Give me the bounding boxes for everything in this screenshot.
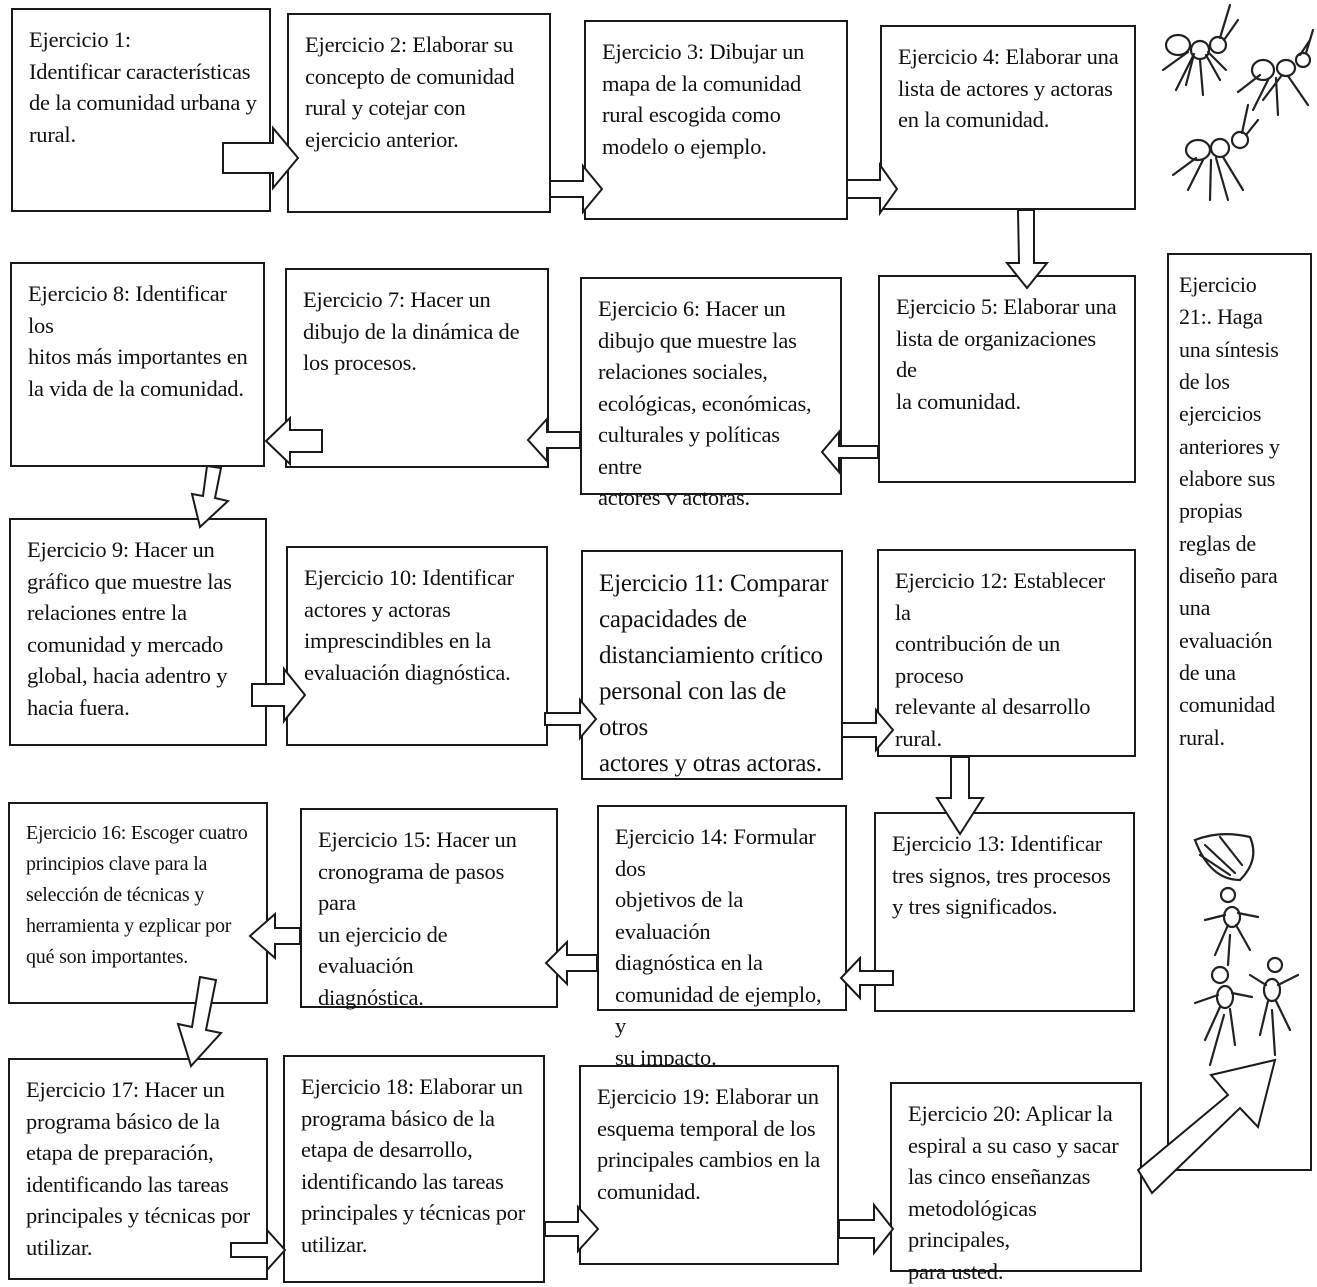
exercise-18-text: Ejercicio 18: Elaborar un programa básic… (301, 1074, 526, 1257)
exercise-5-box: Ejercicio 5: Elaborar una lista de organ… (878, 275, 1136, 483)
exercise-11-text: Ejercicio 11: Comparar capacidades de di… (599, 570, 829, 777)
exercise-20-box: Ejercicio 20: Aplicar la espiral a su ca… (890, 1082, 1142, 1284)
ant-figures-icon (1180, 825, 1305, 1085)
exercise-9-text: Ejercicio 9: Hacer un gráfico que muestr… (27, 537, 232, 720)
exercise-13-text: Ejercicio 13: Identificar tres signos, t… (892, 831, 1111, 919)
exercise-15-text: Ejercicio 15: Hacer un cronograma de pas… (318, 827, 517, 1010)
exercise-2-box: Ejercicio 2: Elaborar su concepto de com… (287, 13, 551, 213)
exercise-16-box: Ejercicio 16: Escoger cuatro principios … (8, 802, 268, 1004)
ant-figures-icon (1148, 0, 1317, 215)
exercise-13-box: Ejercicio 13: Identificar tres signos, t… (874, 812, 1135, 1012)
exercise-10-box: Ejercicio 10: Identificar actores y acto… (286, 546, 548, 746)
arrow-19-to-20 (838, 1202, 895, 1256)
exercise-4-box: Ejercicio 4: Elaborar una lista de actor… (880, 25, 1136, 210)
exercise-19-box: Ejercicio 19: Elaborar un esquema tempor… (579, 1065, 839, 1265)
exercise-19-text: Ejercicio 19: Elaborar un esquema tempor… (597, 1084, 821, 1204)
exercise-1-text: Ejercicio 1: Identificar características… (29, 27, 257, 147)
exercise-17-text: Ejercicio 17: Hacer un programa básico d… (26, 1077, 251, 1260)
exercise-7-box: Ejercicio 7: Hacer un dibujo de la dinám… (285, 268, 549, 468)
exercise-3-text: Ejercicio 3: Dibujar un mapa de la comun… (602, 39, 805, 159)
exercise-18-box: Ejercicio 18: Elaborar un programa básic… (283, 1055, 545, 1283)
exercise-14-text: Ejercicio 14: Formular dos objetivos de … (615, 824, 822, 1070)
exercise-1-box: Ejercicio 1: Identificar características… (11, 8, 271, 212)
exercise-15-box: Ejercicio 15: Hacer un cronograma de pas… (300, 808, 558, 1010)
exercise-7-text: Ejercicio 7: Hacer un dibujo de la dinám… (303, 287, 520, 375)
exercise-3-box: Ejercicio 3: Dibujar un mapa de la comun… (584, 20, 848, 220)
exercise-11-box: Ejercicio 11: Comparar capacidades de di… (581, 550, 843, 780)
exercise-8-text: Ejercicio 8: Identificar los hitos más i… (28, 281, 248, 401)
exercise-4-text: Ejercicio 4: Elaborar una lista de actor… (898, 44, 1119, 132)
exercise-6-text: Ejercicio 6: Hacer un dibujo que muestre… (598, 296, 812, 510)
exercise-20-text: Ejercicio 20: Aplicar la espiral a su ca… (908, 1101, 1119, 1284)
exercise-6-box: Ejercicio 6: Hacer un dibujo que muestre… (580, 277, 842, 510)
exercise-12-box: Ejercicio 12: Establecer la contribución… (877, 549, 1136, 757)
exercise-17-box: Ejercicio 17: Hacer un programa básico d… (8, 1058, 268, 1280)
exercise-9-box: Ejercicio 9: Hacer un gráfico que muestr… (9, 518, 267, 746)
exercise-21-box: Ejercicio 21:. Haga una síntesis de los … (1167, 253, 1312, 1171)
exercise-14-box: Ejercicio 14: Formular dos objetivos de … (597, 805, 847, 1070)
exercise-10-text: Ejercicio 10: Identificar actores y acto… (304, 565, 514, 685)
exercise-2-text: Ejercicio 2: Elaborar su concepto de com… (305, 32, 515, 152)
exercise-12-text: Ejercicio 12: Establecer la contribución… (895, 568, 1106, 751)
exercise-21-text: Ejercicio 21:. Haga una síntesis de los … (1179, 272, 1280, 750)
exercise-16-text: Ejercicio 16: Escoger cuatro principios … (26, 822, 248, 968)
exercise-5-text: Ejercicio 5: Elaborar una lista de organ… (896, 294, 1117, 414)
exercise-8-box: Ejercicio 8: Identificar los hitos más i… (10, 262, 265, 467)
